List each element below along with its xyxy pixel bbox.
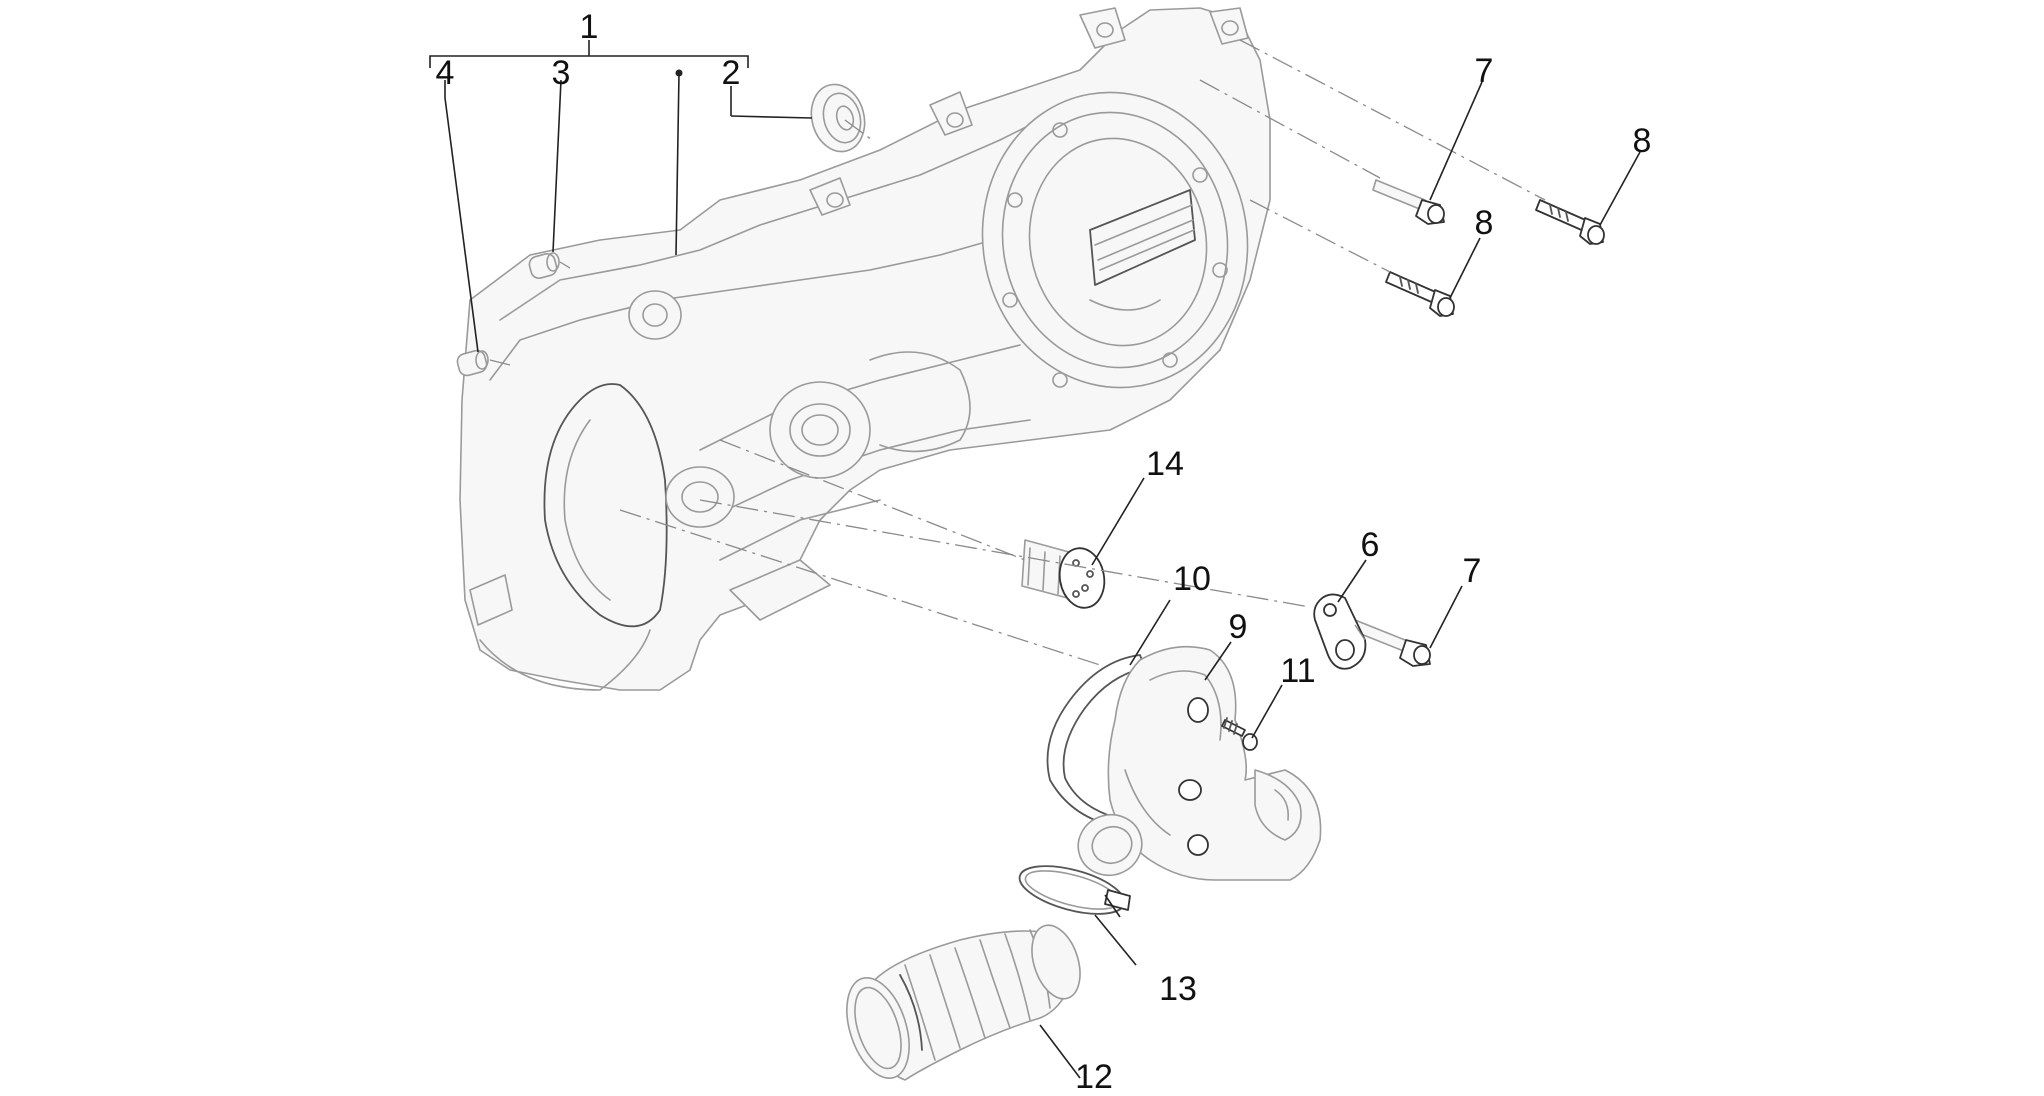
callout-8-left: 8 xyxy=(1475,204,1494,242)
part-8-bolt-right xyxy=(1535,199,1605,245)
part-12-sleeve xyxy=(846,924,1081,1081)
callout-labels: 1 2 3 4 7 8 8 14 6 7 10 9 11 13 12 xyxy=(436,8,1652,1096)
callout-10: 10 xyxy=(1173,560,1211,598)
part-6-bracket xyxy=(1313,593,1367,670)
callout-12: 12 xyxy=(1075,1058,1113,1096)
callout-11: 11 xyxy=(1280,652,1315,690)
part-7-bolt-upper xyxy=(1372,179,1445,225)
callout-7-upper: 7 xyxy=(1475,52,1494,90)
part-9-intake-duct xyxy=(1077,645,1322,881)
part-14-filter xyxy=(1021,539,1106,609)
part-4-dowel xyxy=(456,349,489,377)
part-2-bearing xyxy=(810,83,866,153)
callout-8-right: 8 xyxy=(1633,122,1652,160)
callout-9: 9 xyxy=(1229,608,1248,646)
callout-4: 4 xyxy=(436,54,455,92)
transmission-cover xyxy=(459,7,1271,691)
leader-lines xyxy=(429,40,1641,1079)
callout-14: 14 xyxy=(1146,445,1184,483)
callout-13: 13 xyxy=(1159,970,1197,1008)
callout-3: 3 xyxy=(552,54,571,92)
part-8-bolt-left xyxy=(1385,271,1455,317)
callout-6: 6 xyxy=(1361,526,1380,564)
callout-1: 1 xyxy=(580,8,599,46)
part-11-screw xyxy=(1221,717,1258,751)
alignment-lines xyxy=(489,39,1546,666)
part-3-dowel xyxy=(528,252,560,279)
callout-2: 2 xyxy=(722,54,741,92)
callout-7-lower: 7 xyxy=(1463,552,1482,590)
